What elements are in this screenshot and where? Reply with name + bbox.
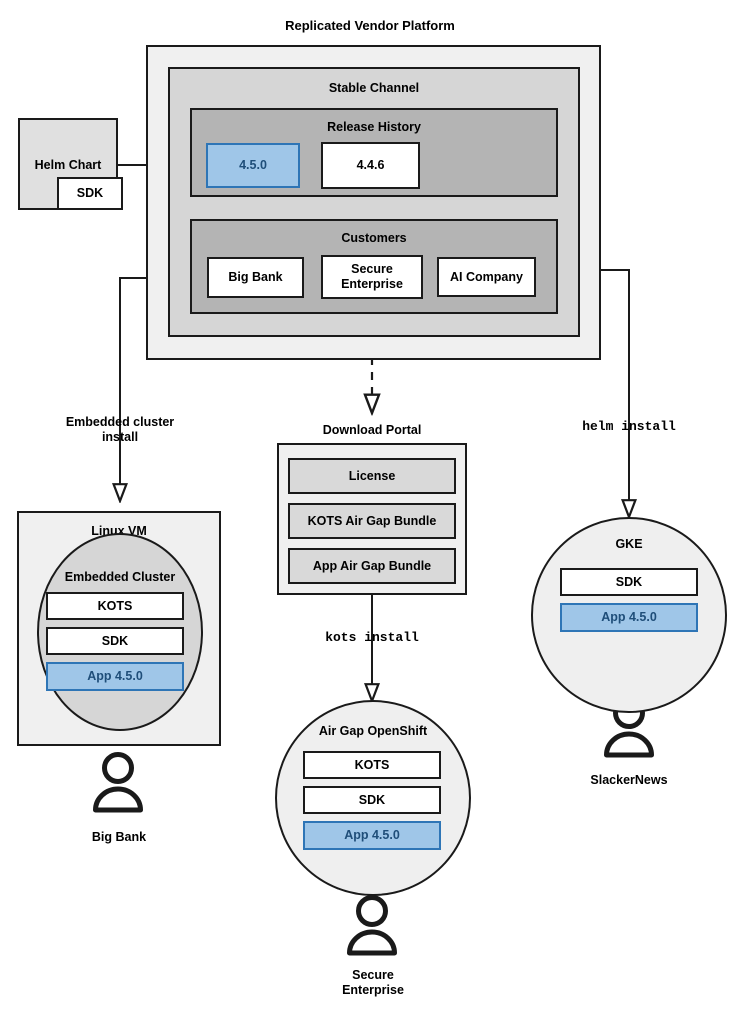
gke-component-sdk[interactable]: SDK [560,568,698,596]
customer-ai-company[interactable]: AI Company [437,257,536,297]
release-4-5-0[interactable]: 4.5.0 [206,143,300,188]
openshift-component-app[interactable]: App 4.5.0 [303,821,441,850]
release-history-title: Release History [327,120,421,134]
person-icon-secureenterprise [347,895,397,956]
openshift-customer-label: Secure Enterprise [342,968,404,997]
stable-channel-title: Stable Channel [328,81,420,95]
air-gap-openshift-title: Air Gap OpenShift [318,724,428,738]
linuxvm-component-app[interactable]: App 4.5.0 [46,662,184,691]
portal-artifact-app-air-gap-bundle[interactable]: App Air Gap Bundle [288,548,456,584]
linuxvm-customer-label: Big Bank [91,830,147,844]
linuxvm-component-sdk[interactable]: SDK [46,627,184,655]
customer-secure-enterprise[interactable]: Secure Enterprise [321,255,423,299]
portal-artifact-license[interactable]: License [288,458,456,494]
helm-chart-sdk-box[interactable]: SDK [57,177,123,210]
customer-big-bank[interactable]: Big Bank [207,257,304,298]
openshift-component-kots[interactable]: KOTS [303,751,441,779]
linuxvm-component-kots[interactable]: KOTS [46,592,184,620]
label-kots-install: kots install [325,630,419,645]
gke-title: GKE [615,537,643,551]
openshift-component-sdk[interactable]: SDK [303,786,441,814]
label-helm-install: helm install [582,419,676,434]
embedded-cluster-title: Embedded Cluster [64,570,176,584]
download-portal-title: Download Portal [322,423,422,437]
label-embedded-cluster-install: Embedded cluster install [65,415,175,444]
gke-component-app[interactable]: App 4.5.0 [560,603,698,632]
page-title: Replicated Vendor Platform [285,18,455,33]
person-icon-bigbank [93,752,143,813]
portal-artifact-kots-air-gap-bundle[interactable]: KOTS Air Gap Bundle [288,503,456,539]
release-4-4-6[interactable]: 4.4.6 [321,142,420,189]
gke-customer-label: SlackerNews [590,773,668,787]
customers-title: Customers [341,231,407,245]
